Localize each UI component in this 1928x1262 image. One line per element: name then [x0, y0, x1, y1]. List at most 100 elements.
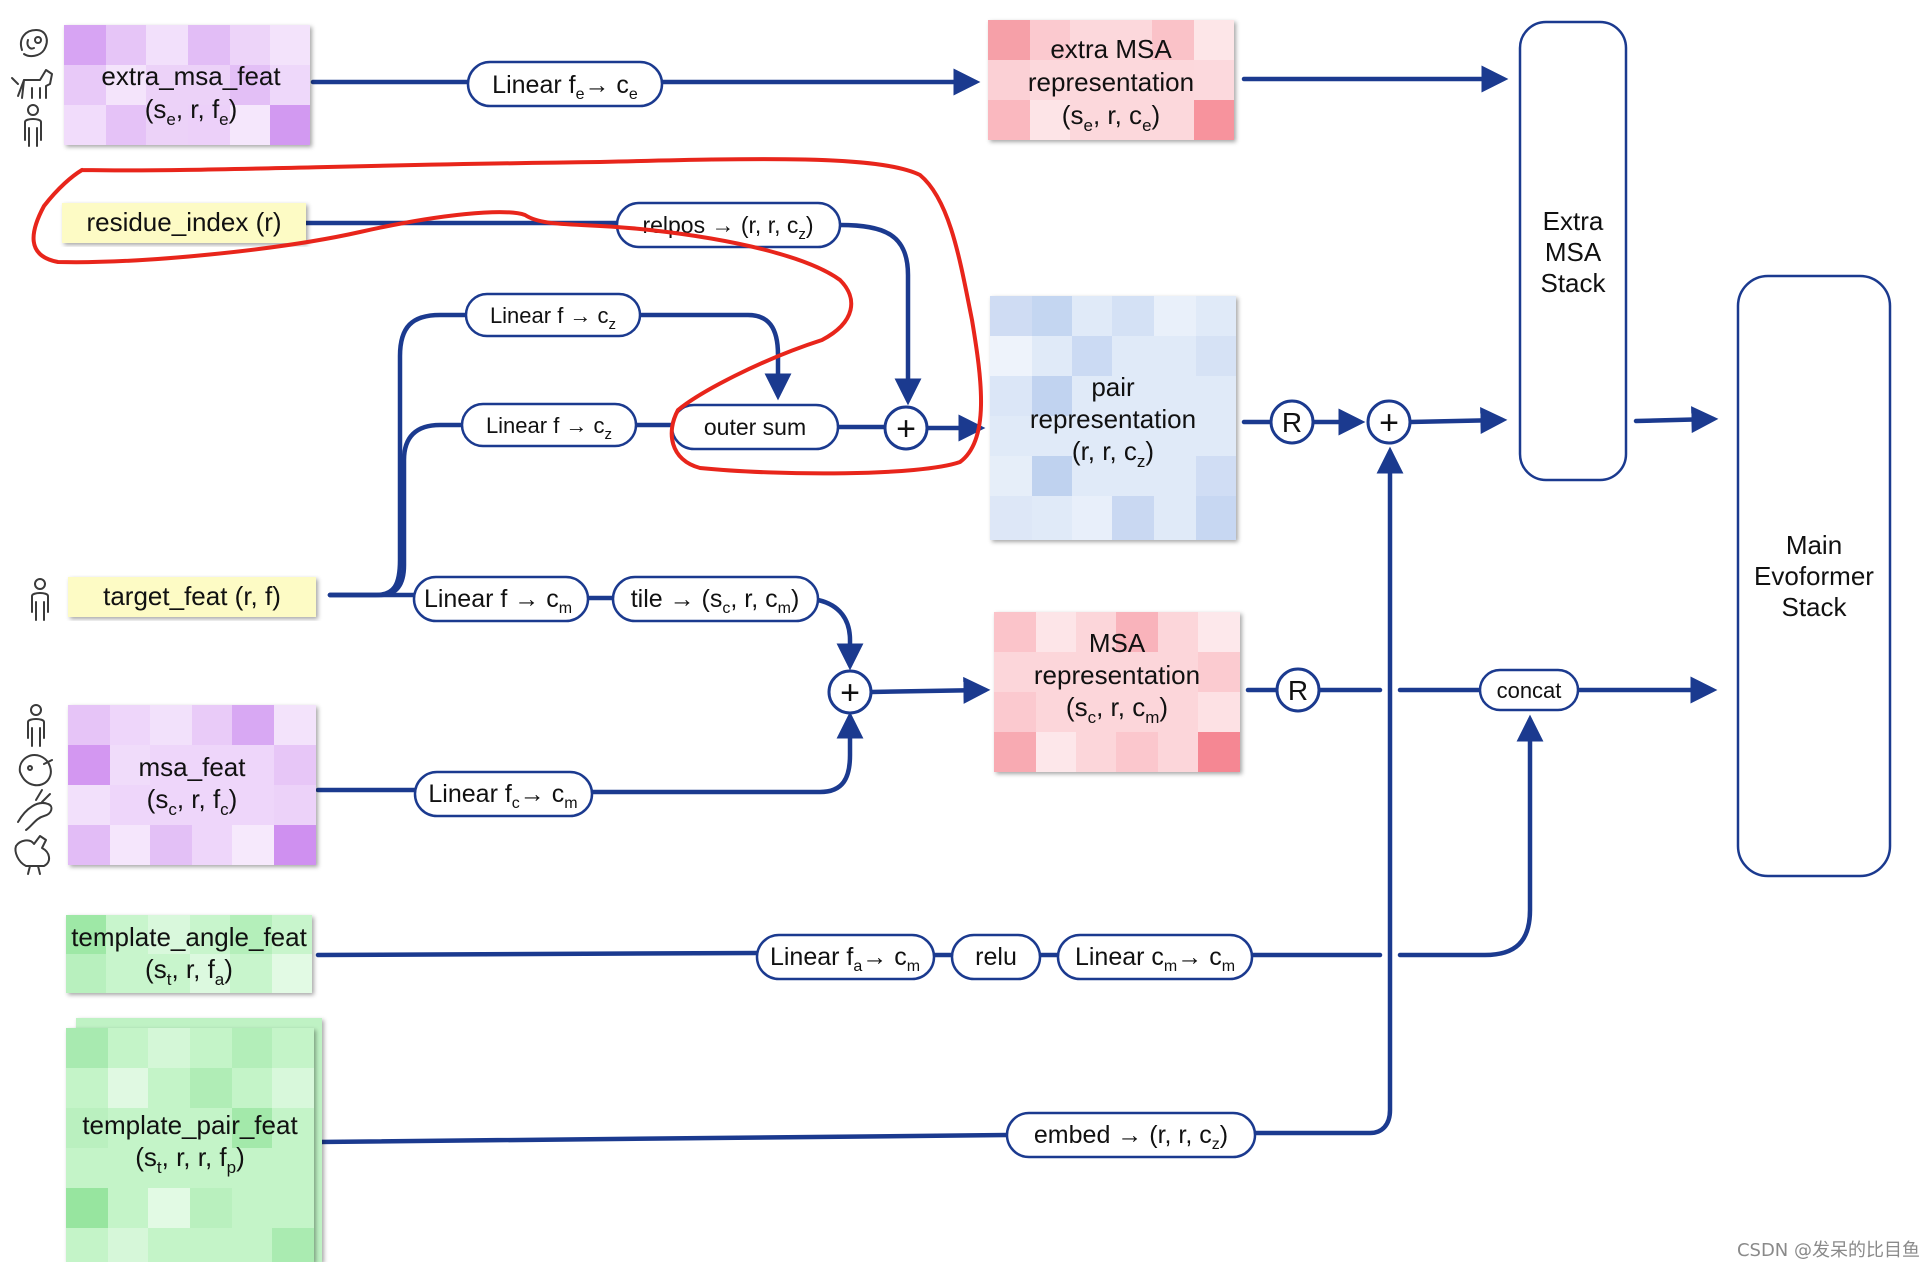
input-features: extra_msa_feat (se, r, fe) residue_index…: [62, 25, 322, 1262]
human-icon: [24, 104, 42, 147]
op-label: Linear f → cz: [486, 413, 612, 443]
representation-shape: (sc, r, cm): [1066, 692, 1168, 727]
arrow-plus-to-extra-stack: [1407, 406, 1508, 434]
feature-shape: (sc, r, fc): [147, 784, 238, 819]
stack-box: [1736, 274, 1892, 878]
op-pills: Linear fe→ ce relpos → (r, r, cz) Linear…: [412, 60, 1580, 1159]
op-concat: concat: [1478, 668, 1580, 712]
arrow-linear-fc-to-plus: [589, 711, 864, 795]
op-embed: embed → (r, r, cz): [1005, 1111, 1257, 1159]
stack-box: [1518, 20, 1628, 482]
input-residue-index: residue_index (r): [62, 203, 306, 243]
op-label: Linear fe→ ce: [492, 71, 638, 103]
arrow-extra-stack-to-main: [1633, 406, 1719, 434]
fish-icon: [20, 29, 48, 58]
op-relpos: relpos → (r, r, cz): [615, 201, 842, 249]
op-box: [615, 201, 842, 249]
human-icon: [31, 578, 49, 621]
feature-shape: (se, r, fe): [145, 94, 238, 129]
pig-icon: [18, 754, 53, 787]
op-label: embed → (r, r, cz): [1034, 1121, 1228, 1153]
representation-title: pair: [1091, 372, 1135, 402]
op-label: Linear cm→ cm: [1075, 943, 1235, 975]
main-evoformer-stack: Main Evoformer Stack: [1736, 274, 1892, 878]
recycle-node-pair: R: [1269, 399, 1315, 445]
recycle-circle: [1269, 399, 1315, 445]
feature-heatmap: [68, 705, 316, 865]
plus-node-pair: +: [883, 405, 929, 451]
feature-name: template_pair_feat: [82, 1110, 298, 1140]
input-template-pair-feat: template_pair_feat (st, r, r, fp): [66, 1018, 322, 1262]
representation-title: extra MSA: [1050, 34, 1172, 64]
feature-shape: (st, r, r, fp): [135, 1142, 245, 1177]
stacks: Extra MSA Stack Main Evoformer Stack: [1518, 20, 1892, 878]
input-extra-msa-feat: extra_msa_feat (se, r, fe): [64, 25, 310, 145]
arrow-plus-to-msa-rep: [868, 676, 991, 704]
op-box: [755, 933, 936, 981]
feature-heatmap: [66, 1028, 314, 1262]
stack-label-line1: Extra: [1543, 206, 1604, 236]
stack-label-line3: Stack: [1781, 592, 1847, 622]
feature-name: template_angle_feat: [71, 922, 307, 952]
op-label: Linear f → cz: [490, 303, 616, 333]
arrow-embed-to-plus: [1252, 446, 1404, 1136]
representation-heatmap: [988, 20, 1234, 140]
feature-name: msa_feat: [139, 752, 247, 782]
representation-shape: (se, r, ce): [1062, 100, 1160, 135]
arrow-target-to-linear-cz-bottom: [327, 422, 465, 598]
msa-representation: MSA representation (sc, r, cm): [994, 612, 1240, 772]
representation-subtitle: representation: [1028, 67, 1194, 97]
representation-shape: (r, r, cz): [1072, 436, 1154, 471]
plus-circle: [827, 669, 873, 715]
op-linear-fc-cm: Linear fc→ cm: [413, 770, 594, 818]
input-target-feat: target_feat (r, f): [68, 577, 316, 617]
species-icons: [11, 29, 53, 875]
arrow-template-pair-to-embed: [315, 1132, 1010, 1145]
dog-icon: [11, 69, 53, 99]
input-msa-feat: msa_feat (sc, r, fc): [68, 705, 316, 865]
op-outer-sum: outer sum: [670, 403, 840, 451]
feature-box: [68, 577, 316, 617]
op-box: [464, 292, 642, 338]
op-box: [413, 770, 594, 818]
feature-heatmap: [64, 25, 310, 145]
representation-heatmap: [990, 296, 1236, 540]
arrow-linear-cm-to-concat-b: [1397, 714, 1544, 958]
extra-msa-representation: extra MSA representation (se, r, ce): [988, 20, 1234, 140]
op-box: [460, 402, 638, 448]
feature-heatmap: [66, 915, 312, 993]
stack-label-line2: Evoformer: [1754, 561, 1874, 591]
annotation-stroke: [31, 157, 984, 476]
recycle-circle: [1275, 667, 1321, 713]
arrow-tile-to-plus: [815, 597, 864, 671]
op-linear-fe-ce: Linear fe→ ce: [466, 60, 664, 108]
op-linear-fa-cm: Linear fa→ cm: [755, 933, 936, 981]
rabbit-icon: [17, 789, 53, 831]
op-relu: relu: [950, 933, 1042, 981]
extra-msa-stack: Extra MSA Stack: [1518, 20, 1628, 482]
op-label: tile → (sc, r, cm): [631, 585, 800, 617]
op-label: concat: [1497, 678, 1562, 703]
arrow-target-to-linear-cz-top: [327, 312, 469, 598]
op-box: [1005, 1111, 1257, 1159]
op-linear-f-cm: Linear f → cm: [412, 575, 590, 623]
op-label: Linear fa→ cm: [770, 943, 920, 975]
connectors: [303, 65, 1719, 1145]
op-label: relu: [975, 943, 1017, 971]
representation-heatmap: [994, 612, 1240, 772]
feature-box: [62, 203, 306, 243]
plus-node-template: +: [1366, 399, 1412, 445]
op-linear-f-cz-bottom: Linear f → cz: [460, 402, 638, 448]
representations: extra MSA representation (se, r, ce): [988, 20, 1240, 772]
op-tile: tile → (sc, r, cm): [611, 575, 820, 623]
plus-node-msa: +: [827, 669, 873, 715]
watermark-text: CSDN @发呆的比目鱼: [1737, 1240, 1920, 1261]
plus-sign: +: [840, 674, 860, 712]
arrow-linear-cz-top-to-outer: [637, 312, 792, 401]
annotation-highlight: [31, 157, 984, 476]
arrow-relpos-to-plus: [837, 222, 922, 406]
op-label: Linear f → cm: [424, 585, 572, 617]
recycle-node-msa: R: [1275, 667, 1321, 713]
plus-sign: +: [896, 410, 916, 448]
